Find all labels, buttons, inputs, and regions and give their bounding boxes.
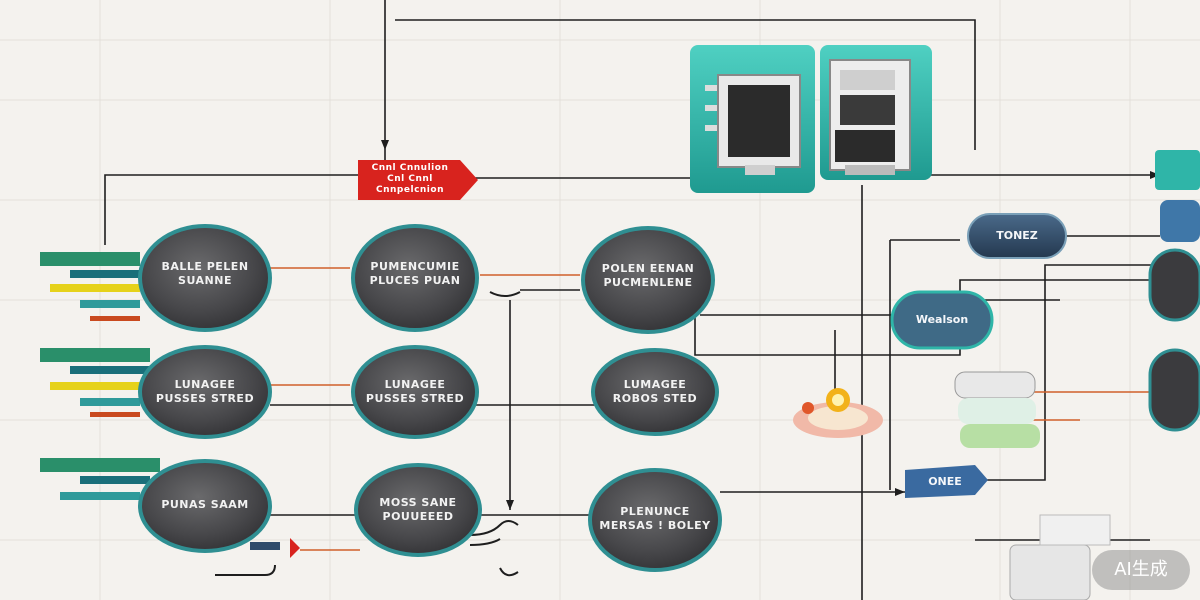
node-r2c1[interactable]: LUNAGEE PUSSES STRED (150, 378, 260, 406)
node-r3c1-line-1: PUNAS SAAM (161, 498, 249, 511)
node-r2c3-shape (591, 348, 719, 436)
pill-p3[interactable]: ONEE (928, 475, 962, 488)
node-r2c2-line-2: PUSSES STRED (365, 392, 465, 405)
server-icon (690, 45, 815, 193)
arrowheads (381, 140, 1160, 510)
plug-fills (250, 538, 300, 558)
node-r1c2[interactable]: PUMENCUMIE PLUCES PUAN (360, 260, 470, 288)
node-r2c2-shape (351, 345, 479, 439)
node-r3c3-line-2: MERSAS ! BOLEY (599, 519, 711, 532)
plug-icon (215, 291, 521, 577)
pill-p1[interactable]: TONEZ (996, 229, 1038, 242)
right-edge-devices (1148, 150, 1200, 432)
node-r2c3[interactable]: LUMAGEE ROBOS STED (600, 378, 710, 406)
node-r2c2-line-1: LUNAGEE (384, 378, 446, 391)
pill-p2[interactable]: Wealson (915, 313, 969, 326)
tag-line-3: Cnnpelcnion (376, 185, 444, 195)
pill-shapes (890, 213, 1067, 498)
monitor-icon (820, 45, 932, 180)
node-r2c1-line-2: PUSSES STRED (155, 392, 255, 405)
node-r1c3-line-1: POLEN EENAN (601, 262, 695, 275)
connector-lines (104, 0, 1160, 600)
node-r3c1[interactable]: PUNAS SAAM (150, 498, 260, 512)
lightbulb-icon (793, 388, 883, 438)
node-r1c1[interactable]: BALLE PELEN SUANNE (150, 260, 260, 288)
node-r1c1-line-2: SUANNE (178, 274, 232, 287)
input-stubs-row3 (40, 458, 160, 500)
node-r3c2-line-2: POUUEEED (382, 510, 454, 523)
node-r1c1-shape (138, 224, 272, 332)
tag-line-2: Cnl Cnnl (387, 174, 433, 184)
node-r3c3-shape (588, 468, 722, 572)
node-r1c2-line-1: PUMENCUMIE (370, 260, 460, 273)
node-r1c2-line-2: PLUCES PUAN (369, 274, 461, 287)
node-r1c3-shape (581, 226, 715, 334)
node-r3c2-shape (354, 463, 482, 557)
node-r3c2-line-1: MOSS SANE (379, 496, 457, 509)
orange-links (270, 267, 1160, 551)
node-r2c1-shape (138, 345, 272, 439)
input-stubs-row2 (40, 348, 150, 417)
tag-line-1: Cnnl Cnnulion (371, 163, 449, 173)
ai-generated-badge: AI生成 (1092, 550, 1190, 590)
database-icon (954, 371, 1040, 448)
node-r1c2-shape (351, 224, 479, 332)
node-r3c1-shape (138, 459, 272, 553)
node-r3c3[interactable]: PLENUNCE MERSAS ! BOLEY (595, 505, 715, 533)
red-tag-label[interactable]: Cnnl Cnnulion Cnl Cnnl Cnnpelcnion (362, 163, 458, 196)
printer-icon (1009, 514, 1111, 600)
node-r1c3[interactable]: POLEN EENAN PUCMENLENE (593, 262, 703, 290)
node-r3c3-line-1: PLENUNCE (620, 505, 690, 518)
node-r3c2[interactable]: MOSS SANE POUUEEED (363, 496, 473, 524)
red-tag-shape (358, 160, 478, 200)
input-stubs-row1 (40, 252, 140, 321)
node-r2c2[interactable]: LUNAGEE PUSSES STRED (360, 378, 470, 406)
node-r2c3-line-2: ROBOS STED (612, 392, 698, 405)
node-r1c3-line-2: PUCMENLENE (603, 276, 693, 289)
node-r2c3-line-1: LUMAGEE (623, 378, 687, 391)
node-r1c1-line-1: BALLE PELEN (161, 260, 249, 273)
node-r2c1-line-1: LUNAGEE (174, 378, 236, 391)
node-circles (138, 224, 722, 572)
